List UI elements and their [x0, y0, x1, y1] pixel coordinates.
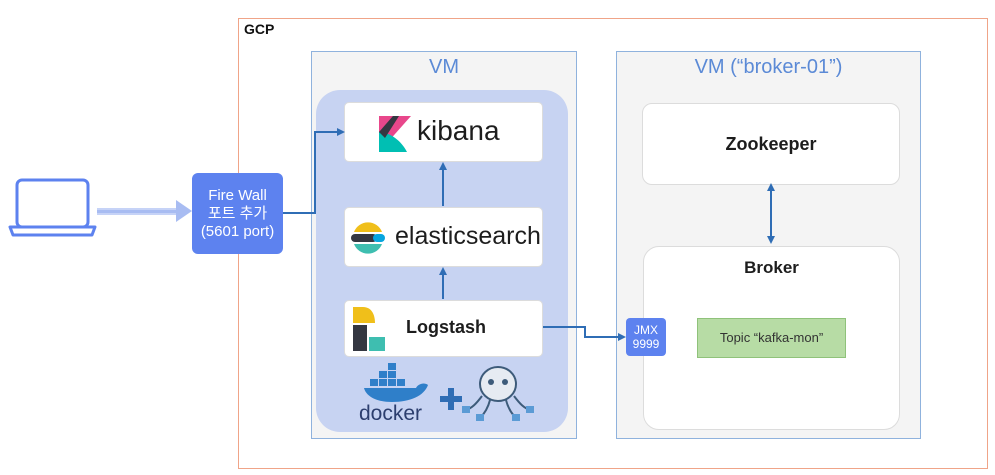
jmx-line-1: JMX: [634, 323, 658, 337]
vm-title: VM: [429, 56, 459, 78]
firewall-node: Fire Wall 포트 추가 (5601 port): [192, 173, 283, 254]
topic-label: Topic “kafka-mon”: [719, 330, 824, 345]
broker-vm-title: VM (“broker-01”): [694, 56, 843, 78]
docker-compose-octopus-icon: [462, 366, 534, 421]
firewall-line-3: (5601 port): [200, 222, 275, 240]
docker-label: docker: [359, 402, 423, 425]
firewall-line-1: Fire Wall: [208, 186, 267, 204]
logstash-node: Logstash: [344, 300, 543, 357]
logstash-to-jmx-arrow: [543, 326, 626, 341]
docker-whale-icon: [364, 363, 428, 402]
broker-label: Broker: [744, 258, 799, 277]
jmx-port-node: JMX 9999: [626, 318, 666, 356]
firewall-to-kibana-arrow: [283, 128, 345, 214]
firewall-line-2: 포트 추가: [207, 204, 268, 222]
kibana-label: kibana: [417, 115, 500, 146]
gcp-label: GCP: [244, 21, 275, 37]
logstash-label: Logstash: [406, 317, 487, 337]
jmx-line-2: 9999: [632, 337, 660, 351]
laptop-icon: [8, 178, 97, 237]
logstash-logo-icon: [353, 307, 385, 351]
elasticsearch-logo-icon: [351, 222, 385, 254]
zookeeper-node: Zookeeper: [642, 103, 900, 185]
kibana-logo-icon: [379, 116, 411, 152]
plus-icon: [440, 388, 462, 410]
laptop-to-firewall-arrow: [97, 200, 192, 222]
elasticsearch-node: elasticsearch: [344, 207, 543, 267]
kibana-node: kibana: [344, 102, 543, 162]
topic-node: Topic “kafka-mon”: [697, 318, 846, 358]
zookeeper-label: Zookeeper: [725, 134, 817, 154]
elasticsearch-label: elasticsearch: [395, 222, 541, 250]
